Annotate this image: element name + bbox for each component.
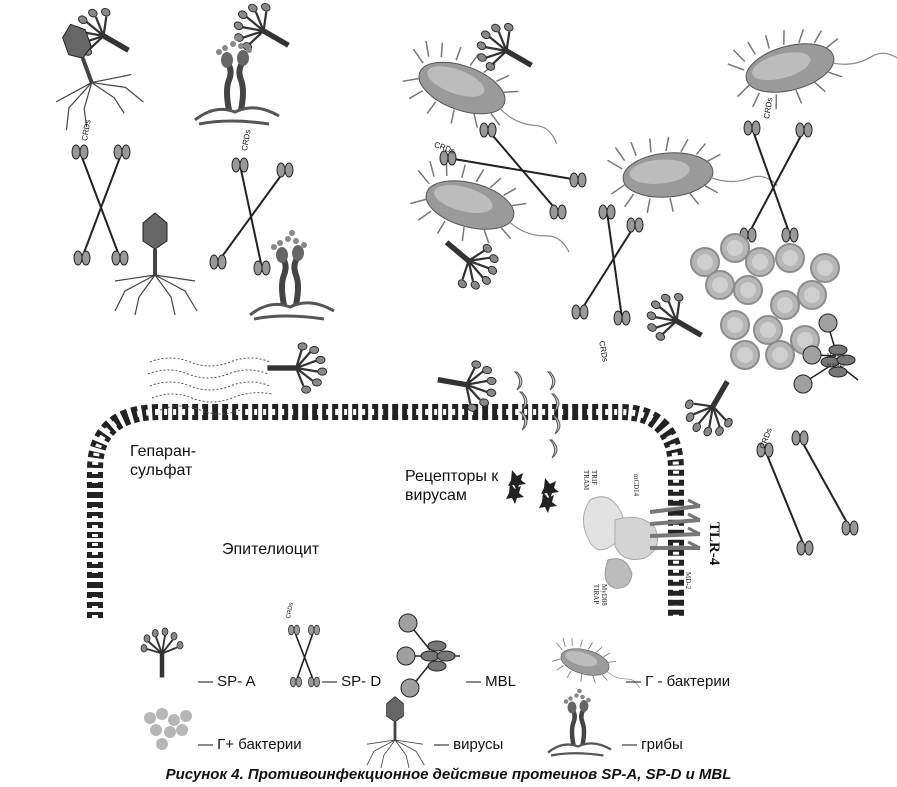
sp-a-bouquet <box>223 0 303 69</box>
sp-d-cross <box>439 122 587 220</box>
legend-symbol-gram-positive <box>144 708 192 750</box>
epithelial-cell-membrane <box>87 404 684 618</box>
sp-d-cross <box>756 430 859 556</box>
epithelial-cell-label: Эпителиоцит <box>222 541 320 558</box>
fungus-icon <box>195 35 279 124</box>
legend-label-sp-d: — SP- D <box>322 673 382 690</box>
legend-label-gram-negative: — Г - бактерии <box>626 673 731 690</box>
virus-icon <box>114 212 198 316</box>
legend-label-fungi: — грибы <box>622 736 683 753</box>
gram-negative-bacterium <box>605 126 780 218</box>
sp-a-bouquet <box>266 341 328 395</box>
virus-receptors-label: Рецепторы к вирусам <box>405 467 498 505</box>
mbl-molecule <box>793 313 859 394</box>
sp-a-bouquet <box>674 367 751 447</box>
trif-label: TRIF <box>590 470 598 486</box>
md2-label: MD-2 <box>684 572 692 590</box>
virus-receptors-line2: вирусам <box>405 487 467 504</box>
gram-negative-bacterium <box>722 2 897 120</box>
virus-receptors <box>513 371 561 459</box>
virus-icon <box>32 9 146 135</box>
legend-symbol-mbl <box>396 613 460 698</box>
cd14-label: mCD14 <box>632 474 640 497</box>
heparan-label-line1: Гепаран- <box>130 443 197 460</box>
tram-label: TRAM <box>582 470 590 491</box>
figure-caption: Рисунок 4. Противоинфекционное действие … <box>165 766 732 783</box>
gram-negative-bacterium <box>393 31 578 161</box>
heparan-sulfate-label: Гепаран- сульфат <box>130 442 196 480</box>
legend-label-mbl: — MBL <box>466 673 517 690</box>
sp-d-cross <box>71 144 131 266</box>
sp-d-cross <box>739 120 813 243</box>
legend-symbol-fungi <box>548 689 611 756</box>
tlr4-complex <box>583 496 701 589</box>
masp2-label: MASP-2 <box>827 364 845 369</box>
masp1-label: MASP-1 <box>827 354 845 359</box>
legend-symbol-virus <box>366 696 425 769</box>
tlr4-label: TLR-4 <box>706 522 722 566</box>
heparan-label-line2: сульфат <box>130 462 193 479</box>
sp-a-bouquet <box>429 221 510 301</box>
heparan-sulfate-strands <box>147 357 273 415</box>
legend-symbol-sp-a <box>140 627 184 679</box>
legend-label-gram-positive: — Г+ бактерии <box>198 736 302 753</box>
internalized-virus-particles <box>506 470 559 513</box>
sp-d-cross <box>571 204 644 326</box>
myd88-label: MyD88 <box>600 584 608 606</box>
fungus-icon <box>250 230 334 319</box>
sp-d-cross <box>209 157 294 276</box>
sp-a-bouquet <box>636 282 716 359</box>
virus-receptors-line1: Рецепторы к <box>405 468 499 485</box>
tirap-label: TIRAP <box>592 584 600 605</box>
legend-label-sp-a: — SP- A <box>198 673 256 690</box>
legend-label-virus: — вирусы <box>434 736 504 753</box>
legend-symbol-sp-d <box>288 624 320 688</box>
